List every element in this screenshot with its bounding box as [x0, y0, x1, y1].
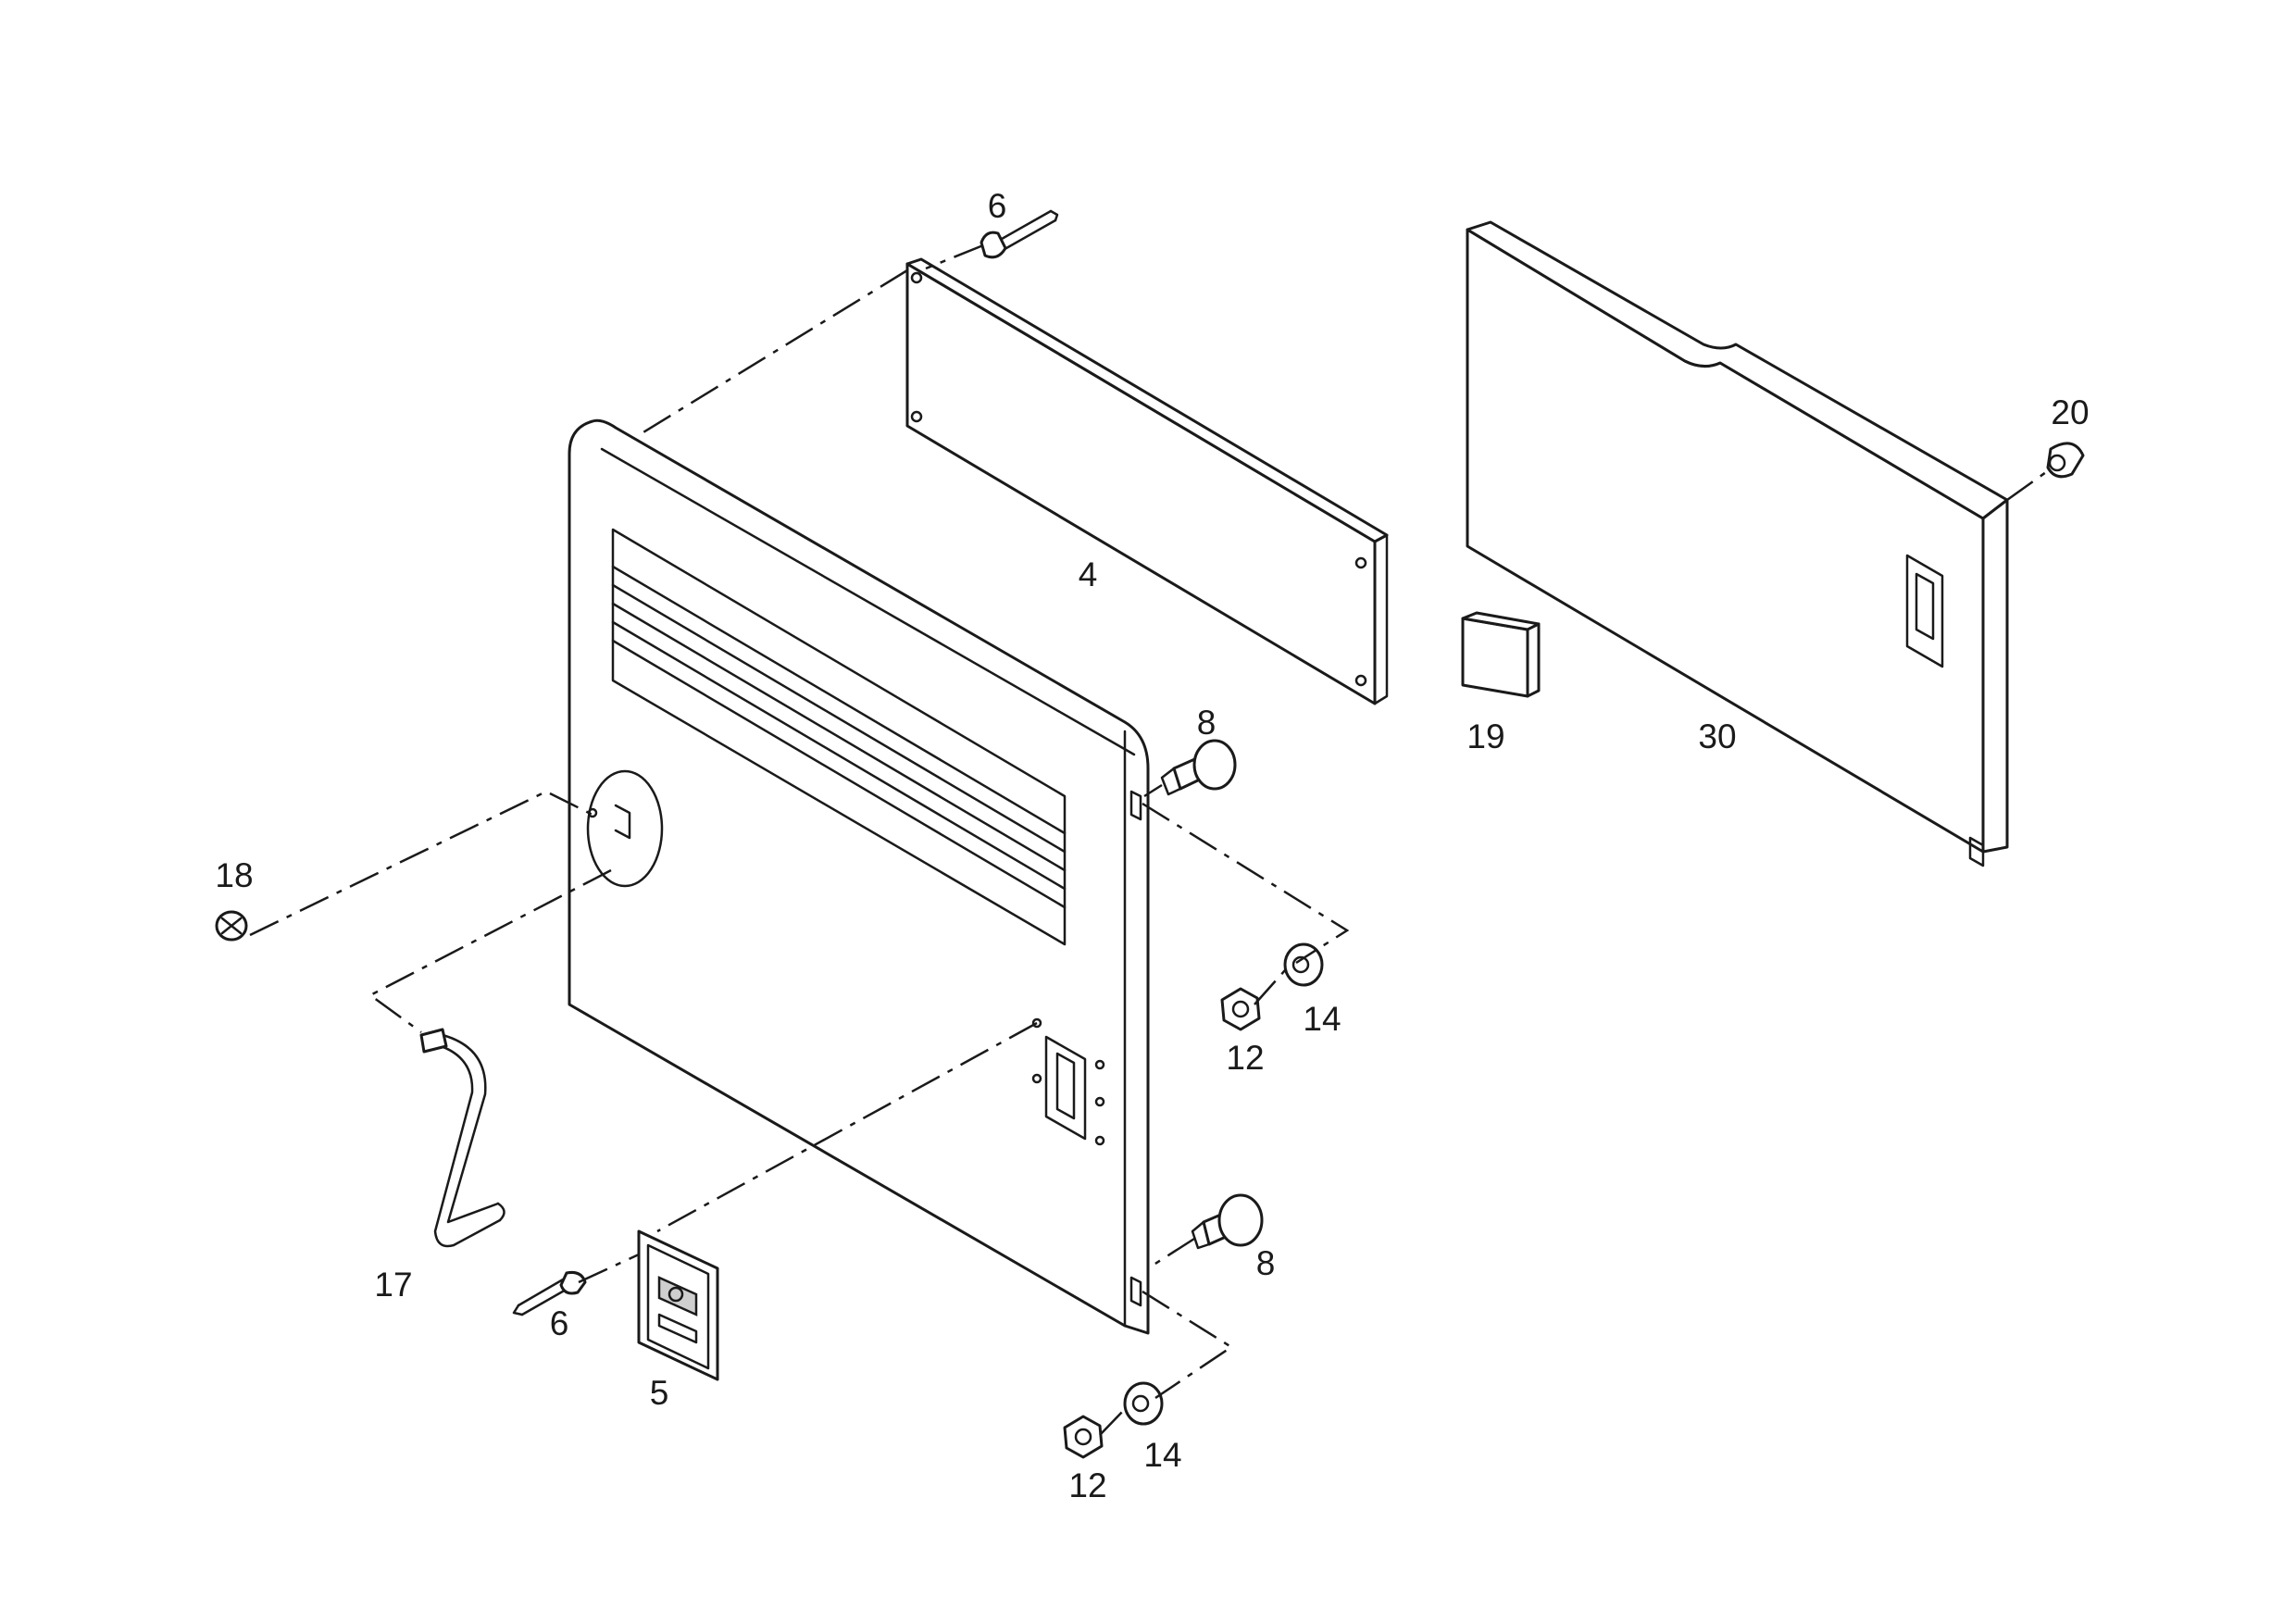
hinge-bolt-lower [1191, 1193, 1264, 1250]
filter-block [1461, 611, 1541, 698]
main-door-panel [568, 418, 1150, 1335]
part-labels: 6 4 30 20 19 8 8 12 14 12 14 18 17 6 5 [215, 187, 2089, 1504]
label-washer-lower: 14 [1143, 1436, 1181, 1474]
door-panel-large [1466, 220, 2009, 867]
washer-upper [1283, 942, 1324, 987]
label-clip-18: 18 [215, 856, 253, 894]
hinge-pin-top [980, 209, 1059, 259]
label-block-19: 19 [1466, 717, 1504, 755]
label-cap-20: 20 [2051, 393, 2089, 431]
cap-nut [2046, 442, 2085, 479]
washer-lower [1123, 1381, 1164, 1426]
label-panel-plate: 4 [1079, 555, 1098, 593]
label-washer-upper: 14 [1303, 1000, 1341, 1038]
hinge-pin-bottom [512, 1271, 587, 1316]
nut-upper [1220, 987, 1261, 1031]
handle-rod [419, 1028, 505, 1248]
spring-clip [215, 910, 248, 942]
label-nut-upper: 12 [1226, 1039, 1264, 1077]
label-bottom-pin: 6 [550, 1304, 569, 1342]
label-handle-17: 17 [374, 1266, 412, 1304]
label-bolt-upper: 8 [1197, 704, 1217, 742]
label-latch-5: 5 [650, 1374, 669, 1412]
label-door-panel-30: 30 [1698, 717, 1736, 755]
panel-plate [905, 257, 1389, 705]
hinge-bolt-upper [1160, 739, 1237, 796]
label-top-pin: 6 [988, 187, 1007, 225]
nut-lower [1063, 1415, 1104, 1459]
label-nut-lower: 12 [1068, 1466, 1106, 1504]
label-bolt-lower: 8 [1256, 1244, 1276, 1282]
latch-plate [637, 1229, 719, 1381]
assembly-lines [249, 243, 2047, 1436]
